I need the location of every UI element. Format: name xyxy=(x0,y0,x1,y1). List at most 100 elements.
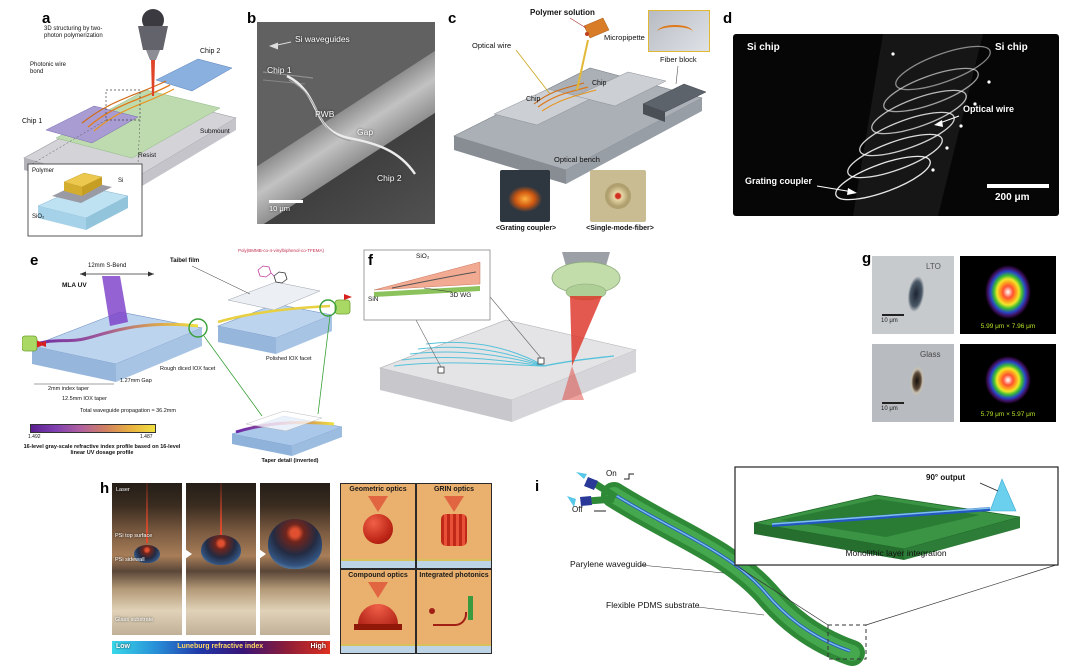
annotation-chip2: Chip 2 xyxy=(377,173,402,183)
annotation-chip1: Chip 1 xyxy=(267,65,292,75)
grating-coupler-photo xyxy=(500,170,550,222)
substrate-strip xyxy=(341,558,415,568)
cell-title: Integrated photonics xyxy=(419,571,489,579)
inset-label-3d-wg: 3D WG xyxy=(450,292,472,299)
sem-image: Si waveguides Chip 1 PWB Gap Chip 2 10 μ… xyxy=(257,22,435,224)
refractive-index-colorbar: Low Luneburg refractive index High xyxy=(112,641,330,654)
annotation-off: Off xyxy=(572,505,583,514)
caption-monolithic: Monolithic layer integration xyxy=(845,548,947,558)
arrow-step-2 xyxy=(256,547,266,561)
panel-letter-g: g xyxy=(862,250,872,267)
laser-beam-graphic xyxy=(146,483,148,543)
single-mode-fiber-photo xyxy=(590,170,646,222)
panel-h: h Laser PSi top surface PSi sidewall Gla… xyxy=(96,475,496,667)
colorbar-high: High xyxy=(310,643,326,651)
sem-wire-graphic xyxy=(262,41,416,175)
vertical-coupler-graphic xyxy=(468,595,473,620)
waveguide-facet-smudge xyxy=(905,275,927,313)
caption-taper-detail: Taper detail (inverted) xyxy=(261,458,319,464)
annotation-si-chip-right: Si chip xyxy=(995,42,1028,53)
cell-title: Geometric optics xyxy=(349,486,407,493)
panel-letter-h: h xyxy=(100,480,110,497)
annotation-90-output: 90° output xyxy=(926,473,966,482)
annotation-polymer-solution: Polymer solution xyxy=(530,8,595,17)
scale-label: 200 μm xyxy=(995,192,1030,203)
panel-e: e xyxy=(22,248,354,468)
annotation-glass-substrate: Glass substrate xyxy=(115,617,154,623)
glass-micrograph: Glass 10 μm xyxy=(872,344,954,422)
pipette-photo-inset xyxy=(648,10,710,52)
light-cone-graphic xyxy=(368,496,388,512)
psi-lens-photo-3 xyxy=(260,483,330,635)
annotation-iox-taper: 12.5mm IOX taper xyxy=(62,396,107,402)
index-value-left: 1.492 xyxy=(28,434,41,440)
cell-title: Compound optics xyxy=(348,571,408,579)
colorbar-low: Low xyxy=(116,643,130,651)
panel-letter-a: a xyxy=(42,10,51,27)
grin-lens-graphic xyxy=(441,514,467,546)
annotation-parylene: Parylene waveguide xyxy=(570,559,647,569)
inset-wire-graphic xyxy=(657,25,693,39)
caption-single-mode-fiber: <Single-mode-fiber> xyxy=(586,225,654,232)
lens-dome-large xyxy=(268,519,322,569)
iox-waveguide-graphic xyxy=(22,265,352,456)
panel-letter-d: d xyxy=(723,10,733,27)
optics-cell-geometric: Geometric optics xyxy=(341,484,415,568)
lens-dome-medium xyxy=(201,535,241,565)
mode-intensity-graphic xyxy=(985,264,1031,319)
light-cone-graphic xyxy=(368,581,388,598)
annotation-two-photon: 3D structuring by two-photon polymerizat… xyxy=(44,26,103,39)
annotation-laser: Laser xyxy=(116,487,130,493)
inset-label-si: Si xyxy=(118,178,124,184)
scale-bar xyxy=(987,184,1049,188)
panel-letter-f: f xyxy=(368,252,373,269)
flexible-waveguide-graphic xyxy=(567,466,1059,666)
mode-profile-lto: 5.99 μm × 7.96 μm xyxy=(960,256,1056,334)
annotation-chip2: Chip 2 xyxy=(200,48,221,55)
optics-cell-compound: Compound optics xyxy=(341,569,415,653)
annotation-polished-facet: Polished IOX facet xyxy=(266,356,312,362)
annotation-submount: Submount xyxy=(200,128,230,135)
annotation-on: On xyxy=(606,469,617,478)
mode-size-label: 5.99 μm × 7.96 μm xyxy=(980,323,1036,330)
dark-micrograph: Si chip Si chip Optical wire Grating cou… xyxy=(733,34,1059,216)
fiber-core-graphic xyxy=(605,183,631,209)
annotation-chip1: Chip 1 xyxy=(22,118,43,125)
scale-bar xyxy=(882,314,904,316)
substrate-strip xyxy=(417,558,491,568)
annotation-chip-left: Chip xyxy=(526,96,541,103)
annotation-micropipette: Micropipette xyxy=(604,33,645,42)
arrow-step-1 xyxy=(182,547,192,561)
panel-letter-e: e xyxy=(30,252,39,269)
waveguide-route-graphic xyxy=(433,611,467,626)
annotation-fiber-block: Fiber block xyxy=(660,55,697,64)
annotation-psi-top: PSi top surface xyxy=(115,533,153,539)
annotation-grating-coupler: Grating coupler xyxy=(745,176,813,186)
scale-label: 10 μm xyxy=(881,406,898,412)
annotation-index-taper: 2mm index taper xyxy=(48,386,89,392)
panel-letter-b: b xyxy=(247,10,257,27)
annotation-total-propagation: Total waveguide propagation ≈ 36.2mm xyxy=(80,408,176,414)
scale-label: 10 μm xyxy=(269,204,290,213)
ball-lens-graphic xyxy=(363,514,393,544)
annotation-polymer-name: Poly(BMMB-co-4-vinylbiphenol-co-TFEMA) xyxy=(238,248,325,253)
emitter-dot-graphic xyxy=(429,607,435,614)
annotation-pdms: Flexible PDMS substrate xyxy=(606,600,700,610)
scale-bar xyxy=(882,402,904,404)
optics-comparison-grid: Geometric optics GRIN optics Compound op… xyxy=(340,483,492,654)
caption-grating-coupler: <Grating coupler> xyxy=(495,225,557,232)
annotation-sbend: 12mm S-Bend xyxy=(88,263,127,269)
waveguide-facet-smudge xyxy=(908,365,926,397)
panel-g: g LTO 10 μm 5.99 μm × 7.96 μm Glass 10 μ… xyxy=(858,248,1066,453)
substrate-strip xyxy=(341,644,415,653)
mode-intensity-graphic xyxy=(985,355,1031,404)
scale-label: 10 μm xyxy=(881,318,898,324)
annotation-resist: Resist xyxy=(138,152,157,159)
mode-size-label: 5.79 μm × 5.97 μm xyxy=(980,411,1036,418)
panel-a: a 3D structuring b xyxy=(18,6,242,242)
inset-label-polymer: Polymer xyxy=(32,168,55,174)
laser-writing-graphic xyxy=(363,249,637,422)
light-cone-graphic xyxy=(444,496,464,512)
substrate-strip xyxy=(417,644,491,653)
panel-i: i On xyxy=(528,465,1065,667)
